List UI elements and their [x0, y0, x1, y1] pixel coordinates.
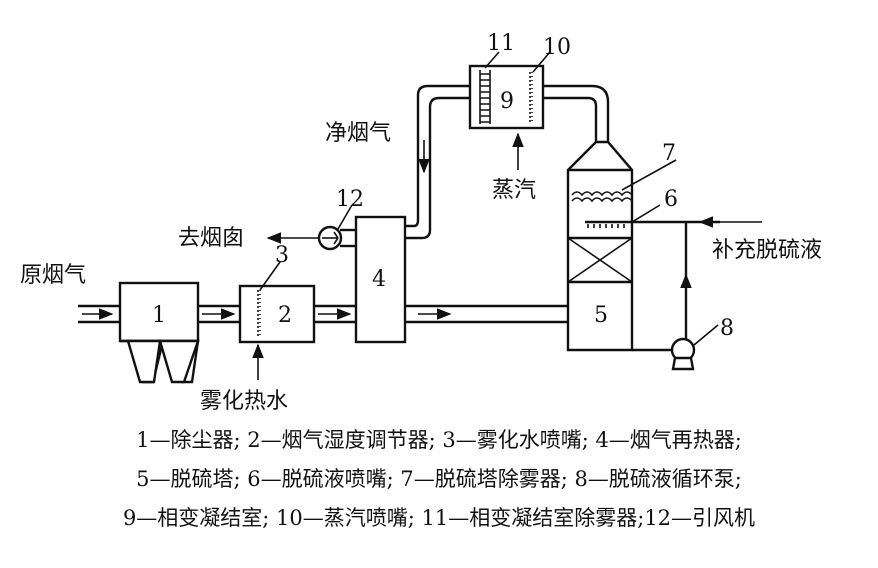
clean-gas-duct [405, 84, 610, 240]
clean-flue-gas-label: 净烟气 [325, 121, 391, 146]
label-9: 9 [500, 89, 514, 114]
label-1: 1 [152, 303, 166, 328]
label-2: 2 [278, 303, 292, 328]
flue-gas-reheater [354, 215, 407, 344]
to-chimney-label: 去烟囱 [178, 226, 244, 251]
humidity-regulator [238, 261, 316, 380]
desulfurization-tower [566, 140, 720, 352]
label-11: 11 [487, 31, 515, 56]
label-5: 5 [594, 303, 608, 328]
label-7: 7 [662, 141, 676, 166]
dust-collector [118, 281, 200, 384]
inlet-pipe [78, 304, 120, 324]
pipe-4-to-5 [405, 304, 568, 324]
caption-line-3: 9—相变凝结室; 10—蒸汽喷嘴; 11—相变凝结室除雾器;12—引风机 [123, 506, 755, 530]
label-3: 3 [275, 243, 289, 268]
atomized-hot-water-label: 雾化热水 [200, 389, 288, 414]
steam-label: 蒸汽 [492, 178, 536, 203]
raw-flue-gas-label: 原烟气 [20, 263, 86, 288]
label-12: 12 [336, 187, 364, 212]
recirculation-loop [632, 216, 762, 371]
condensation-chamber [468, 51, 551, 170]
makeup-liquid-label: 补充脱硫液 [712, 238, 822, 263]
label-4: 4 [372, 267, 386, 292]
induced-draft-fan [266, 204, 356, 251]
label-8: 8 [720, 316, 734, 341]
caption-line-1: 1—除尘器; 2—烟气湿度调节器; 3—雾化水喷嘴; 4—烟气再热器; [136, 428, 742, 452]
label-6: 6 [664, 187, 678, 212]
pipe-1-to-2 [198, 304, 240, 324]
caption-line-2: 5—脱硫塔; 6—脱硫液喷嘴; 7—脱硫塔除雾器; 8—脱硫液循环泵; [136, 467, 742, 491]
label-10: 10 [543, 35, 571, 60]
pipe-2-to-4 [314, 304, 356, 324]
